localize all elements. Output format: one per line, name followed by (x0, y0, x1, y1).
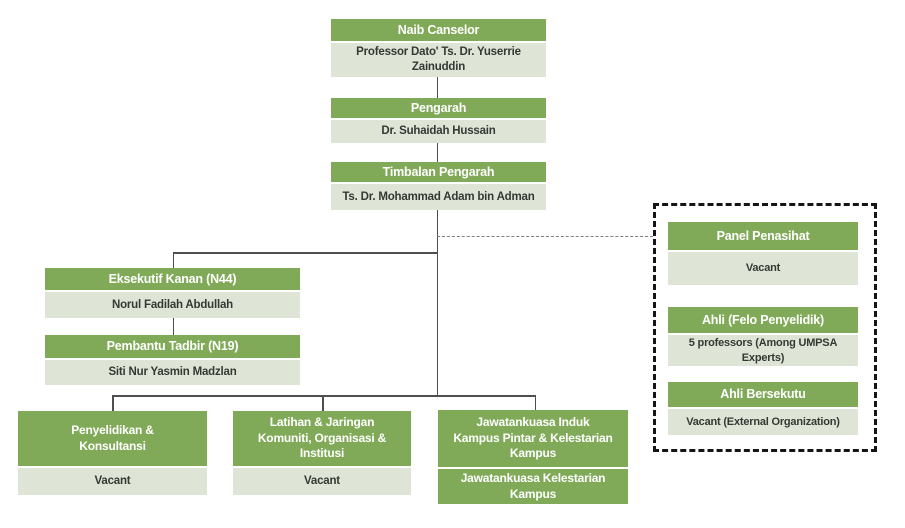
advisory-panel: Panel Penasihat Vacant Ahli (Felo Penyel… (653, 203, 877, 452)
node-ahli-felo-penyelidik: Ahli (Felo Penyelidik) 5 professors (Amo… (668, 307, 858, 366)
role-title: Eksekutif Kanan (N44) (45, 268, 300, 290)
node-latihan-jaringan: Latihan & Jaringan Komuniti, Organisasi … (233, 411, 411, 495)
person-name: Dr. Suhaidah Hussain (331, 120, 546, 143)
connector-jawatankuasa-drop (534, 395, 537, 411)
person-name: Vacant (668, 252, 858, 285)
connector-latihan-drop (322, 395, 324, 411)
connector-naib-pengarah (436, 77, 439, 98)
node-pembantu-tadbir: Pembantu Tadbir (N19) Siti Nur Yasmin Ma… (45, 335, 300, 385)
connector-penyelidikan-drop (112, 395, 114, 411)
node-jawatankuasa-induk: Jawatankuasa Induk Kampus Pintar & Keles… (438, 410, 628, 504)
subcommittee-title: Jawatankuasa Kelestarian Kampus (438, 469, 628, 504)
person-name: 5 professors (Among UMPSA Experts) (668, 335, 858, 366)
person-name: Siti Nur Yasmin Madzlan (45, 360, 300, 385)
connector-pengarah-timbalan (436, 143, 439, 162)
person-name: Vacant (233, 468, 411, 495)
role-title: Timbalan Pengarah (331, 162, 546, 182)
connector-eksekutif-drop (172, 252, 175, 268)
connector-bottom-branch (112, 395, 536, 397)
person-name: Ts. Dr. Mohammad Adam bin Adman (331, 184, 546, 210)
node-timbalan-pengarah: Timbalan Pengarah Ts. Dr. Mohammad Adam … (331, 162, 546, 210)
role-title: Panel Penasihat (668, 222, 858, 250)
role-title: Ahli (Felo Penyelidik) (668, 307, 858, 333)
person-name: Professor Dato' Ts. Dr. Yuserrie Zainudd… (331, 43, 546, 77)
unit-title: Penyelidikan & Konsultansi (18, 411, 207, 466)
person-name: Vacant (18, 468, 207, 495)
node-ahli-bersekutu: Ahli Bersekutu Vacant (External Organiza… (668, 382, 858, 435)
connector-main-vertical (436, 210, 439, 396)
role-title: Pengarah (331, 98, 546, 118)
role-title: Pembantu Tadbir (N19) (45, 335, 300, 358)
connector-advisory-dashed (437, 236, 653, 237)
node-eksekutif-kanan: Eksekutif Kanan (N44) Norul Fadilah Abdu… (45, 268, 300, 318)
person-name: Norul Fadilah Abdullah (45, 292, 300, 318)
node-penyelidikan-konsultansi: Penyelidikan & Konsultansi Vacant (18, 411, 207, 495)
person-name: Vacant (External Organization) (668, 409, 858, 435)
node-pengarah: Pengarah Dr. Suhaidah Hussain (331, 98, 546, 143)
node-naib-canselor: Naib Canselor Professor Dato' Ts. Dr. Yu… (331, 19, 546, 77)
node-panel-penasihat: Panel Penasihat Vacant (668, 222, 858, 285)
role-title: Ahli Bersekutu (668, 382, 858, 407)
connector-left-branch (172, 252, 438, 254)
role-title: Naib Canselor (331, 19, 546, 41)
unit-title: Latihan & Jaringan Komuniti, Organisasi … (233, 411, 411, 466)
connector-eksekutif-pembantu (172, 318, 175, 335)
unit-title: Jawatankuasa Induk Kampus Pintar & Keles… (438, 410, 628, 467)
